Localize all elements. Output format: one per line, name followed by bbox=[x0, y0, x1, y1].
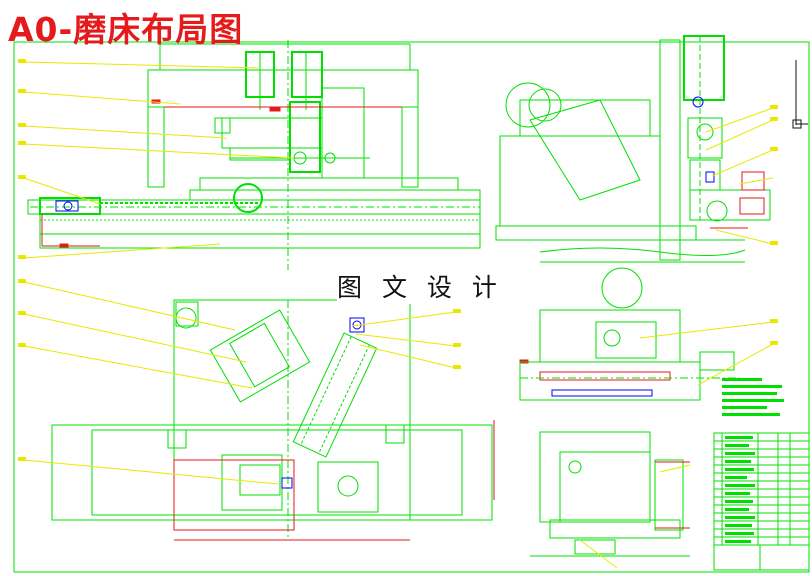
section-view-right bbox=[519, 267, 740, 401]
technical-notes-block bbox=[722, 378, 784, 416]
watermark-text: 图 文 设 计 bbox=[337, 272, 503, 304]
parts-list-entries bbox=[725, 436, 755, 543]
plan-view-dimensions bbox=[173, 359, 529, 541]
section-view-details bbox=[551, 389, 653, 397]
front-elevation-view bbox=[27, 40, 481, 270]
sheet-border bbox=[13, 41, 810, 573]
leader-lines bbox=[23, 61, 774, 569]
front-elevation-details bbox=[55, 200, 79, 212]
detail-view-dimensions bbox=[655, 461, 690, 529]
parts-list-table bbox=[713, 432, 810, 571]
coordinate-axis-symbol bbox=[792, 60, 808, 129]
front-elevation-dimensions bbox=[41, 99, 402, 248]
side-elevation-details bbox=[692, 96, 715, 183]
leader-tags bbox=[18, 59, 778, 461]
side-elevation-view bbox=[495, 35, 771, 263]
side-elevation-dimensions bbox=[710, 171, 765, 229]
drawing-title: A0-磨床布局图 bbox=[8, 10, 244, 49]
detail-view-bottom-right bbox=[530, 431, 690, 557]
plan-view bbox=[51, 299, 493, 540]
